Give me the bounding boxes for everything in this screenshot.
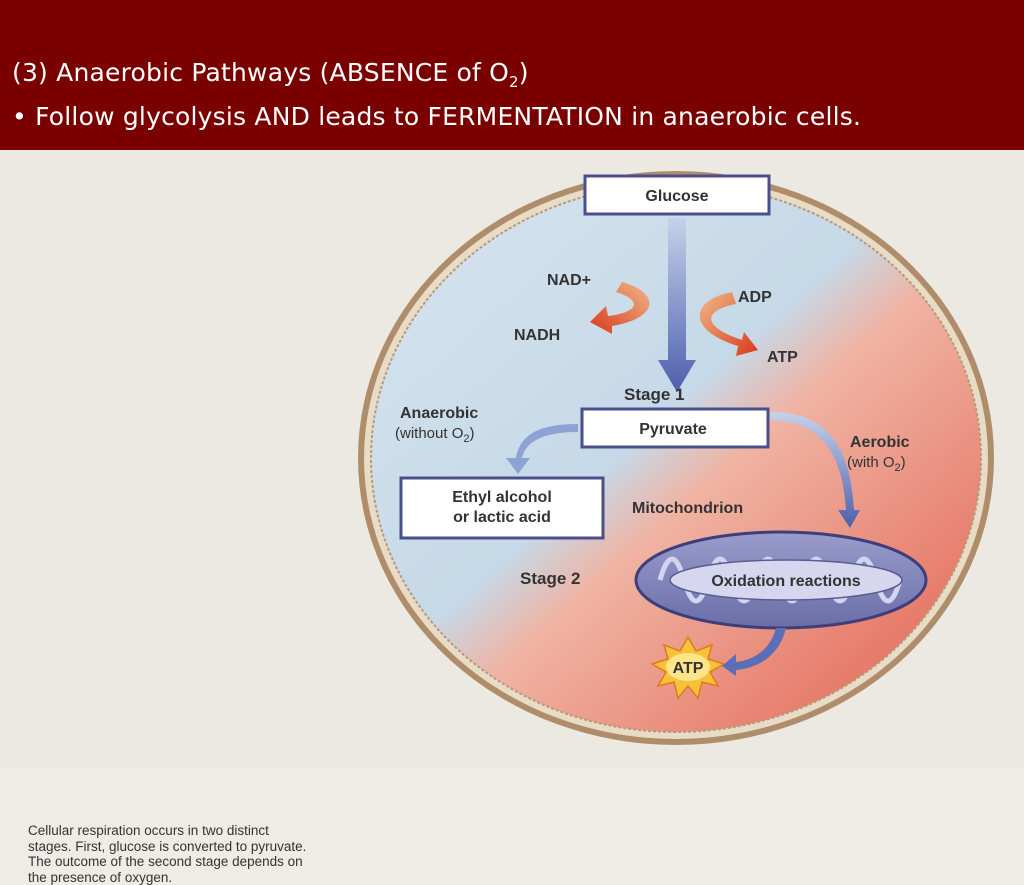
slide-title-text: (3) Anaerobic Pathways (ABSENCE of O xyxy=(12,58,509,87)
without-o2-text: (without O xyxy=(395,425,463,442)
stage1-label: Stage 1 xyxy=(624,385,684,404)
slide-bullet: • Follow glycolysis AND leads to FERMENT… xyxy=(12,102,861,131)
oxidation-label: Oxidation reactions xyxy=(711,573,860,590)
pyruvate-label: Pyruvate xyxy=(639,421,707,438)
figure-caption: Cellular respiration occurs in two disti… xyxy=(28,823,408,885)
slide-header: (3) Anaerobic Pathways (ABSENCE of O2) •… xyxy=(0,0,1024,150)
aerobic-label: Aerobic xyxy=(850,434,910,451)
fermentation-product-line1: Ethyl alcohol xyxy=(452,489,552,506)
mitochondrion-label: Mitochondrion xyxy=(632,500,743,517)
slide-title-close: ) xyxy=(519,58,529,87)
anaerobic-label: Anaerobic xyxy=(400,405,478,422)
textbook-figure: Glucose NAD+ NADH ADP ATP Stage 1 Pyruva… xyxy=(0,150,1024,768)
glucose-label: Glucose xyxy=(645,188,708,205)
caption-line: Cellular respiration occurs in two disti… xyxy=(28,823,408,839)
adp-label: ADP xyxy=(738,289,772,306)
caption-line: The outcome of the second stage depends … xyxy=(28,854,408,870)
nadh-label: NADH xyxy=(514,327,560,344)
with-o2-text: (with O xyxy=(847,454,895,471)
caption-line: the presence of oxygen. xyxy=(28,870,408,885)
slide-title: (3) Anaerobic Pathways (ABSENCE of O2) xyxy=(12,58,529,91)
nad-plus-label: NAD+ xyxy=(547,272,591,289)
slide-title-subscript: 2 xyxy=(509,73,519,91)
atp-top-label: ATP xyxy=(767,349,798,366)
cellular-respiration-diagram: Glucose NAD+ NADH ADP ATP Stage 1 Pyruva… xyxy=(0,150,1024,768)
atp-bottom-label: ATP xyxy=(673,660,704,677)
stage2-label: Stage 2 xyxy=(520,569,580,588)
caption-line: stages. First, glucose is converted to p… xyxy=(28,839,408,855)
with-o2-close: ) xyxy=(901,454,906,471)
fermentation-product-line2: or lactic acid xyxy=(453,509,551,526)
without-o2-close: ) xyxy=(469,425,474,442)
fermentation-product-box xyxy=(401,478,603,538)
